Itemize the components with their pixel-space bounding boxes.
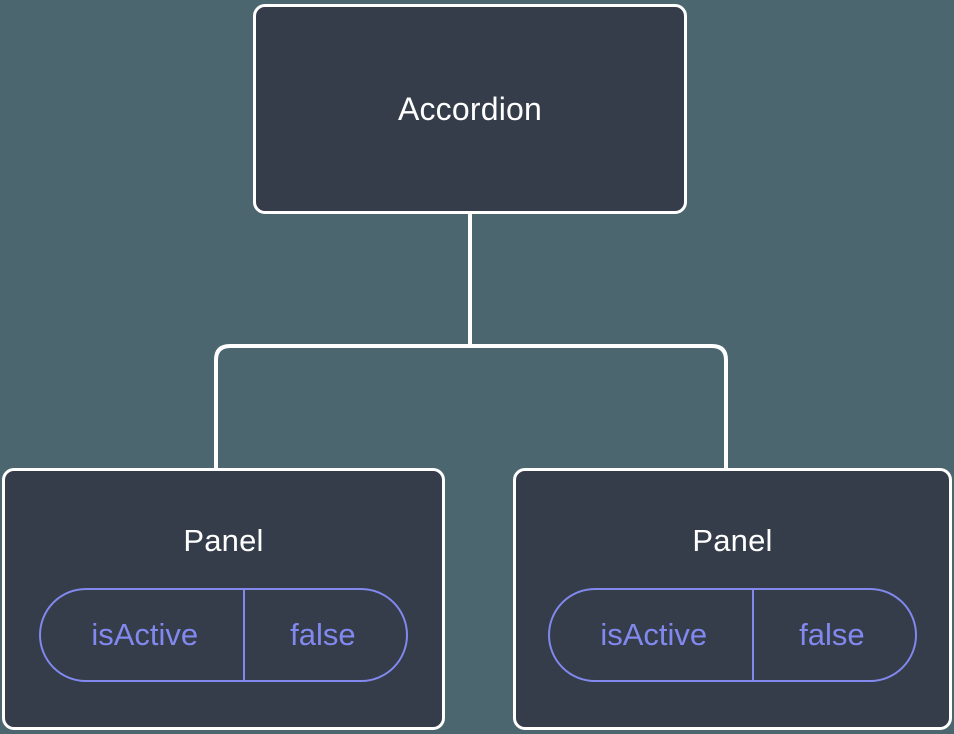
node-panel-right-label: Panel: [692, 523, 773, 558]
edge-to-panel-left: [214, 344, 470, 470]
node-accordion[interactable]: Accordion: [253, 4, 687, 214]
node-panel-left[interactable]: Panel isActive false: [2, 468, 445, 730]
prop-key-isactive-left: isActive: [91, 617, 199, 653]
edge-to-panel-right: [470, 344, 728, 470]
prop-key-isactive-right: isActive: [600, 617, 708, 653]
prop-value-isactive-right: false: [752, 589, 914, 680]
node-accordion-label: Accordion: [397, 90, 543, 127]
prop-pill-isactive-left[interactable]: isActive false: [39, 587, 408, 682]
node-panel-right[interactable]: Panel isActive false: [513, 468, 952, 730]
prop-value-isactive-left: false: [243, 589, 405, 680]
prop-pill-isactive-right[interactable]: isActive false: [548, 587, 917, 682]
node-panel-left-label: Panel: [183, 523, 264, 558]
